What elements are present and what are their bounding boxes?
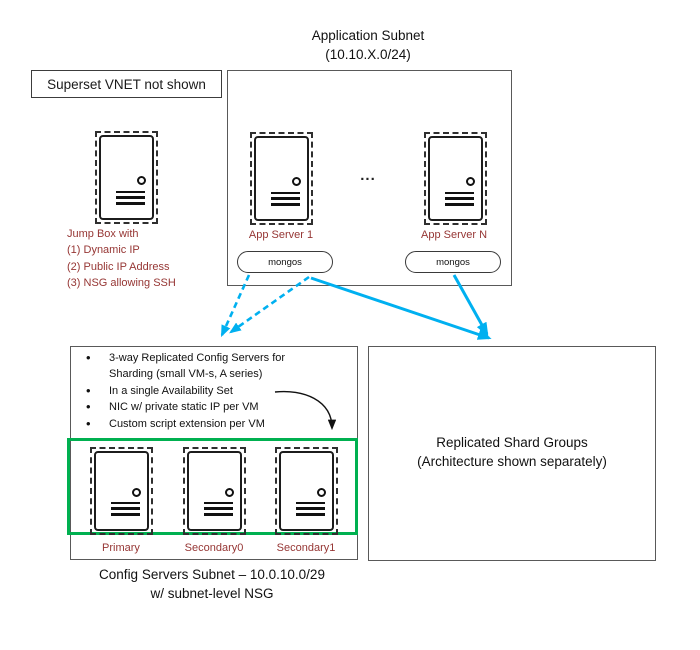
shard-groups-label-line1: Replicated Shard Groups [436,435,588,450]
jump-box-notes: Jump Box with (1) Dynamic IP (2) Public … [67,226,207,292]
jump-box-note-3: (3) NSG allowing SSH [67,277,176,290]
config-server-secondary0-label: Secondary0 [184,542,244,554]
server-vents-icon [111,501,140,519]
config-server-secondary0-icon [183,447,246,535]
mongos-pill-1: mongos [237,251,333,273]
shard-groups-label-line2: (Architecture shown separately) [417,453,607,469]
mongos-label-1: mongos [268,256,302,268]
jump-box-server-icon [95,131,158,224]
application-subnet-cidr: (10.10.X.0/24) [325,47,411,62]
superset-vnet-note-box: Superset VNET not shown [31,70,222,98]
server-vents-icon [296,501,325,519]
application-subnet-title: Application Subnet (10.10.X.0/24) [268,26,468,64]
config-server-secondary1-icon [275,447,338,535]
config-server-primary-label: Primary [102,542,140,554]
server-led-icon [292,177,301,186]
mongos1-to-shard-arrow [310,276,492,340]
server-vents-icon [116,190,145,208]
config-bullet-1: 3-way Replicated Config Servers for Shar… [84,350,305,383]
jump-box-title: Jump Box with [67,228,139,240]
server-vents-icon [445,191,474,209]
servers-ellipsis: ... [360,167,376,184]
application-subnet-title-line1: Application Subnet [311,28,425,43]
config-bullet-4: Custom script extension per VM [84,416,305,433]
shard-groups-label: Replicated Shard Groups (Architecture sh… [368,434,656,471]
config-bullet-3: NIC w/ private static IP per VM [84,399,305,416]
config-subnet-caption-line2: w/ subnet-level NSG [150,585,274,601]
superset-vnet-note-label: Superset VNET not shown [47,76,206,92]
config-bullet-list: 3-way Replicated Config Servers for Shar… [84,350,348,432]
jump-box-note-1: (1) Dynamic IP [67,244,140,257]
server-led-icon [225,488,234,497]
config-subnet-caption: Config Servers Subnet – 10.0.10.0/29 w/ … [62,566,362,603]
server-led-icon [317,488,326,497]
app-server-n-label: App Server N [420,229,488,241]
server-vents-icon [271,191,300,209]
app-server-1-icon [250,132,313,225]
server-led-icon [466,177,475,186]
mongos-label-2: mongos [436,256,470,268]
config-subnet-caption-line1: Config Servers Subnet – 10.0.10.0/29 [99,567,325,582]
config-bullet-2: In a single Availability Set [84,383,305,400]
config-server-secondary1-label: Secondary1 [276,542,336,554]
server-body [279,451,334,531]
shard-groups-box [368,346,656,561]
server-led-icon [137,176,146,185]
app-server-n-icon [424,132,487,225]
config-server-primary-icon [90,447,153,535]
server-led-icon [132,488,141,497]
server-vents-icon [204,501,233,519]
app-server-1-label: App Server 1 [248,229,314,241]
jump-box-note-2: (2) Public IP Address [67,260,170,273]
mongos-pill-2: mongos [405,251,501,273]
